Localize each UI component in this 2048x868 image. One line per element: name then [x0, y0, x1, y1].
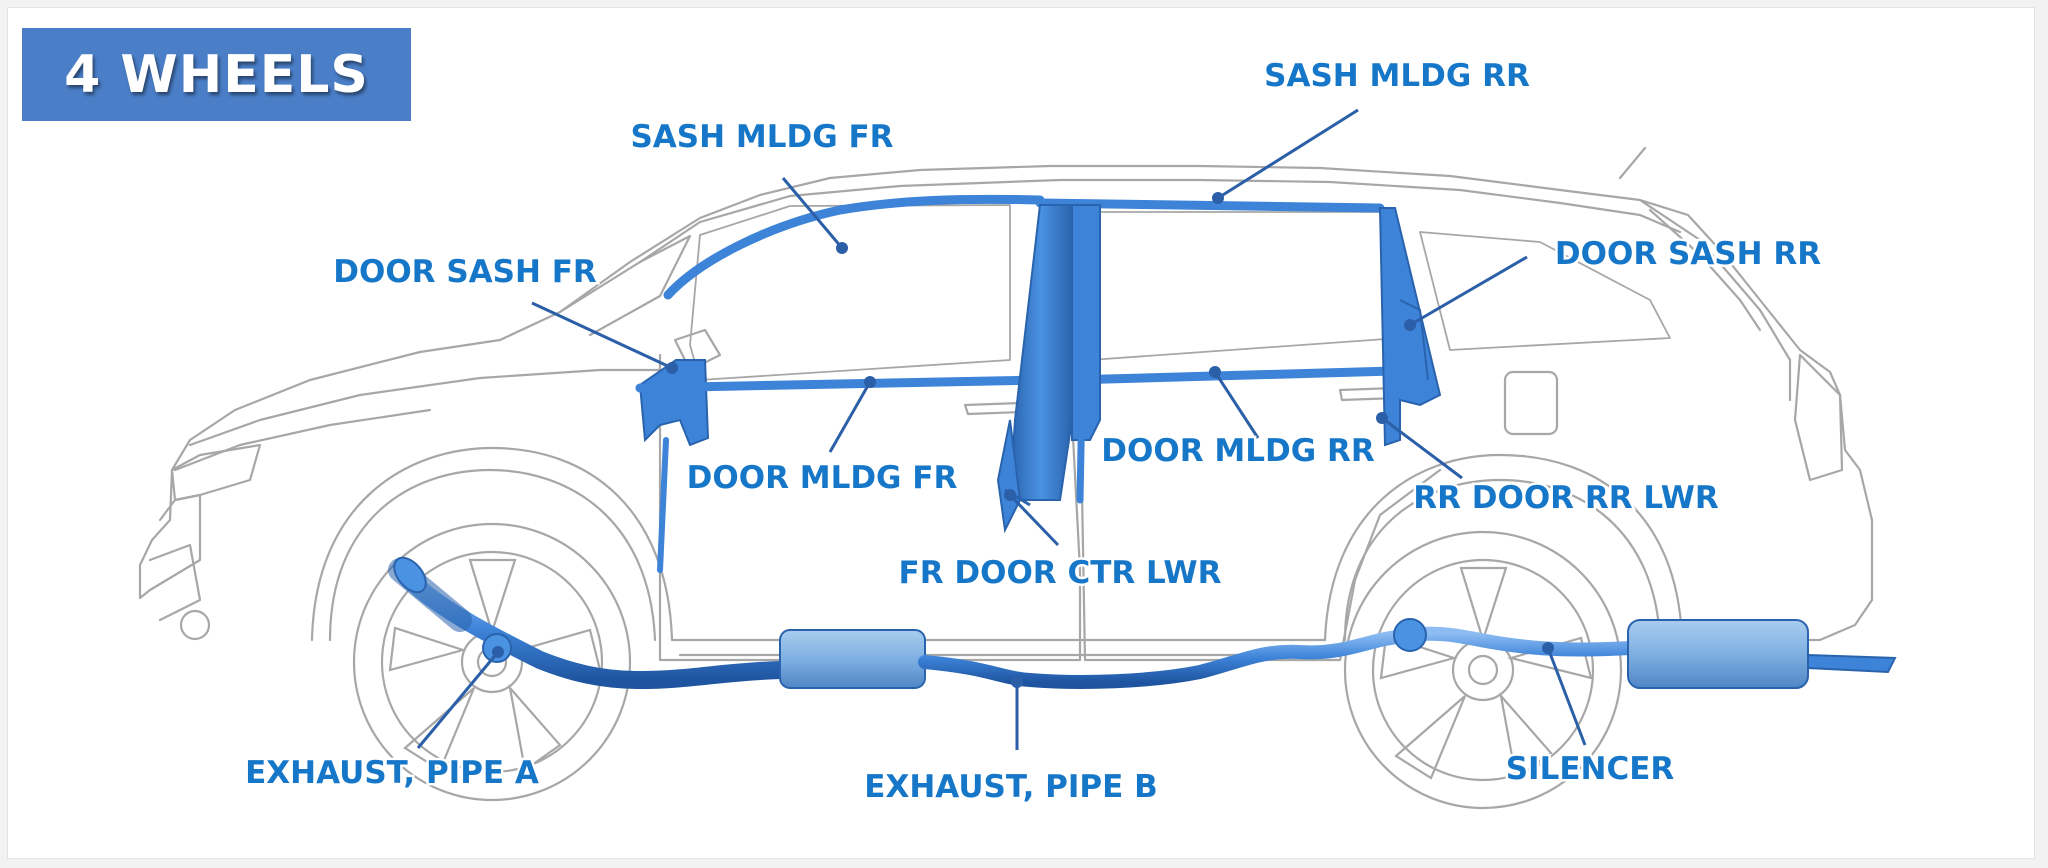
car-outline [138, 146, 1874, 662]
rear-window [1089, 211, 1401, 361]
quarter-glass [1419, 231, 1671, 351]
label-door-sash-fr: DOOR SASH FR [333, 254, 597, 290]
roof-line [638, 178, 1682, 264]
label-sash-mldg-fr: SASH MLDG FR [630, 119, 893, 155]
door-mldg-rr-part [1065, 365, 1435, 385]
sash-mldg-rr-part [1035, 198, 1385, 213]
label-exhaust-pipe-b: EXHAUST, PIPE B [864, 769, 1157, 805]
rear-lamp [1793, 353, 1844, 482]
label-sash-mldg-rr: SASH MLDG RR [1264, 58, 1530, 94]
leader-dots [492, 192, 1554, 688]
label-fr-door-ctr-lwr: FR DOOR CTR LWR [899, 555, 1222, 591]
front-wheel-arch [328, 468, 657, 642]
fr-door-ctr-lwr-part [996, 419, 1022, 534]
category-badge: 4 WHEELS [22, 28, 411, 121]
fuel-door [1503, 370, 1559, 436]
headlight [170, 443, 262, 502]
windshield [558, 234, 692, 337]
leader-lines [416, 108, 1587, 750]
rear-hatch [1638, 198, 1792, 402]
body-silhouette [138, 164, 1874, 642]
door-sash-fr-part [638, 359, 710, 447]
door-mldg-fr-part [635, 375, 1045, 393]
label-silencer: SILENCER [1506, 751, 1675, 787]
label-rr-door-rr-lwr: RR DOOR RR LWR [1413, 480, 1719, 516]
sash-mldg-fr-part [663, 194, 1045, 300]
front-door-handle [963, 401, 1024, 416]
hood-line [188, 368, 662, 447]
label-door-sash-rr: DOOR SASH RR [1555, 236, 1821, 272]
exhaust-resonator [779, 629, 926, 689]
category-title: 4 WHEELS [64, 44, 369, 105]
rear-wheel-arch [1343, 478, 1662, 642]
rear-door-outline [1078, 378, 1442, 662]
highlighted-parts [388, 194, 1897, 690]
part-labels: SASH MLDG FR SASH MLDG RR DOOR SASH FR D… [243, 56, 1824, 808]
center-pillar-part [1008, 204, 1073, 501]
label-door-mldg-fr: DOOR MLDG FR [687, 460, 958, 496]
front-wheel [352, 522, 632, 802]
front-bumper [138, 493, 202, 600]
exhaust-pipe-b-part [918, 626, 1637, 689]
front-window [689, 204, 1011, 381]
label-door-mldg-rr: DOOR MLDG RR [1101, 433, 1375, 469]
label-exhaust-pipe-a: EXHAUST, PIPE A [245, 755, 539, 791]
silencer-part [1627, 619, 1809, 689]
